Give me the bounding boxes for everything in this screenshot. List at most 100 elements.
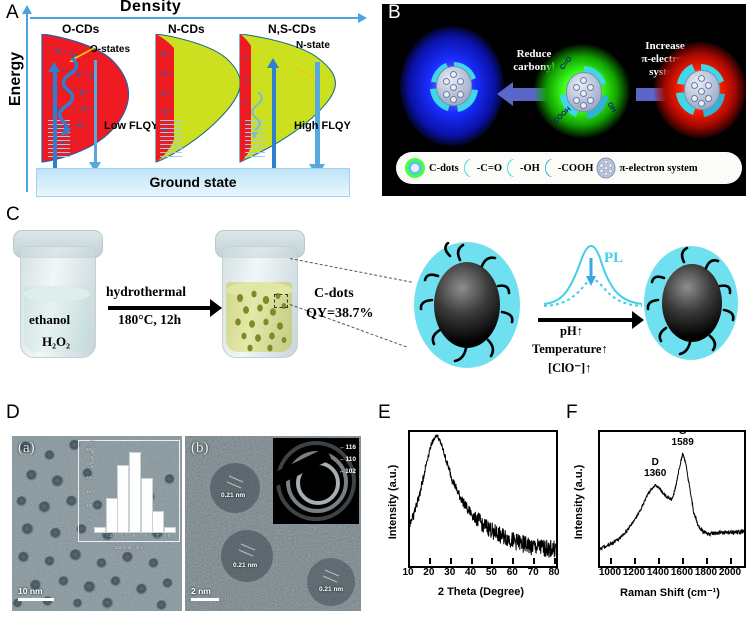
saed-label-102: ←102 <box>338 468 356 475</box>
legend-label-carbonyl: -C=O <box>476 162 502 174</box>
panel-a-ground-state-label: Ground state <box>149 174 237 190</box>
axis-tick-label: 50 <box>485 567 497 578</box>
panel-d-letter: D <box>6 402 20 423</box>
reaction-condition-bottom: 180°C, 12h <box>118 312 182 327</box>
pi-system-icon <box>596 157 616 179</box>
histogram-ytick: 10 <box>85 503 91 508</box>
histogram-bar <box>140 477 153 533</box>
jar-liquid-1 <box>24 286 90 352</box>
axis-tick <box>449 558 452 564</box>
panel-d-tem: D <box>0 400 374 625</box>
panel-a-col3-excitation <box>272 66 276 174</box>
panel-e-curve <box>410 432 556 566</box>
histogram-xtick: 2 <box>97 533 101 538</box>
panel-a-col2-levels <box>160 120 182 160</box>
axis-tick-label: 40 <box>465 567 477 578</box>
pi-electron-dots <box>437 67 471 105</box>
cdot-core-red <box>684 70 720 110</box>
saed-pattern-inset: ←116 ←110 ←102 <box>273 438 359 524</box>
pl-spectrum-sketch <box>543 245 643 307</box>
panel-a-col1-nonradiative-wave <box>58 58 79 136</box>
cdot-particles-in-jar <box>235 290 287 352</box>
panel-e-ylabel: Intensity (a.u.) <box>387 464 399 540</box>
panel-a-col3-flqy: High FLQY <box>294 120 351 132</box>
panel-c-synthesis: C ethanol H₂O₂ hydrothermal 180°C, 12h <box>0 200 750 398</box>
panel-f-peak-g-label: G 1589 <box>671 430 694 448</box>
histogram-xtick: 3 <box>109 533 112 538</box>
axis-tick <box>730 558 732 564</box>
axis-tick-label: 80 <box>548 567 560 578</box>
panel-a-col1-levels <box>48 120 70 160</box>
axis-tick-label: 1800 <box>694 567 718 578</box>
tem-a-scale-bar: 10 nm <box>18 586 54 601</box>
reactant-label-ethanol: ethanol <box>29 312 71 327</box>
product-label-qy: QY=38.7% <box>306 306 374 321</box>
panel-a-n-state-label: N-state <box>296 40 330 51</box>
panel-f-peak-d-label: D 1360 <box>644 457 667 480</box>
panel-f-ylabel: Intensity (a.u.) <box>573 464 585 540</box>
reaction-condition-top: hydrothermal <box>106 284 186 299</box>
pi-electron-dots-green <box>567 73 601 111</box>
panel-a-col1-emission-head <box>89 162 101 172</box>
histogram-xlabel: Diameter (nm) <box>114 545 144 550</box>
axis-tick <box>428 558 431 564</box>
axis-tick-label: 30 <box>444 567 456 578</box>
cdot-core-left <box>434 262 500 348</box>
tem-b-scale-bar: 2 nm <box>191 586 219 601</box>
axis-tick-label: 70 <box>527 567 539 578</box>
axis-tick-label: 20 <box>423 567 435 578</box>
legend-label-hydroxyl: -OH <box>520 162 540 174</box>
axis-tick-label: 1000 <box>598 567 622 578</box>
condition-clo: [ClO⁻]↑ <box>548 361 592 375</box>
panel-f-plot-area: D 1360 G 1589 <box>598 430 746 568</box>
lattice-label-1: 0.21 nm <box>221 492 246 499</box>
panel-a-col3-nonradiative-wave <box>251 92 263 139</box>
panel-a-col1-title: O-CDs <box>62 22 100 36</box>
zoom-region-marker <box>274 294 288 308</box>
panel-c-letter: C <box>6 204 20 225</box>
zoom-leader-upper <box>289 258 412 283</box>
cdot-surface-groups-left <box>419 242 514 363</box>
histogram-bar <box>117 464 130 533</box>
axis-tick-label: 2000 <box>718 567 742 578</box>
condition-temperature: Temperature↑ <box>532 342 608 356</box>
histogram-xtick: 6 <box>144 533 147 538</box>
saed-label-116: ←116 <box>339 444 356 451</box>
panel-a-col1-flqy: Low FLQY <box>104 120 159 132</box>
pl-label: PL <box>604 250 624 266</box>
axis-tick <box>491 558 494 564</box>
cdot-core-right <box>662 264 722 342</box>
axis-tick-label: 1600 <box>670 567 694 578</box>
panel-a-energy-diagram: A Density Energy O-CDs O-states <box>0 0 378 198</box>
axis-tick-label: 1400 <box>646 567 670 578</box>
panel-a-energy-label: Energy <box>7 51 24 107</box>
saed-label-110: ←110 <box>339 456 356 463</box>
axis-tick <box>408 558 410 564</box>
panel-a-density-axis <box>30 13 367 23</box>
histogram-ytick: 15 <box>85 489 91 494</box>
panel-a-density-label: Density <box>120 0 182 15</box>
cdot-core-blue <box>436 66 472 106</box>
histogram-xtick: 8 <box>167 533 171 538</box>
panel-a-col3-title: N,S-CDs <box>268 22 317 36</box>
axis-tick <box>682 558 684 564</box>
histogram-ytick: 5 <box>88 517 91 522</box>
reactant-label-h2o2: H₂O₂ <box>42 334 71 349</box>
axis-tick-label: 1200 <box>622 567 646 578</box>
panel-a-o-states-label: O-states <box>90 44 131 55</box>
crescent-icon-cooh <box>544 159 552 177</box>
product-label-cdots: C-dots <box>314 286 354 301</box>
histogram-xtick: 4 <box>121 533 124 538</box>
axis-tick <box>470 558 473 564</box>
panel-e-xlabel: 2 Theta (Degree) <box>437 586 525 598</box>
axis-tick <box>533 558 536 564</box>
axis-tick <box>706 558 708 564</box>
panel-a-col3-emission <box>315 62 320 168</box>
histogram-bar <box>164 527 177 533</box>
axis-tick <box>634 558 636 564</box>
reaction-arrow <box>108 299 222 317</box>
panel-b-letter: B <box>388 2 401 23</box>
legend-label-carboxyl: -COOH <box>557 162 594 174</box>
